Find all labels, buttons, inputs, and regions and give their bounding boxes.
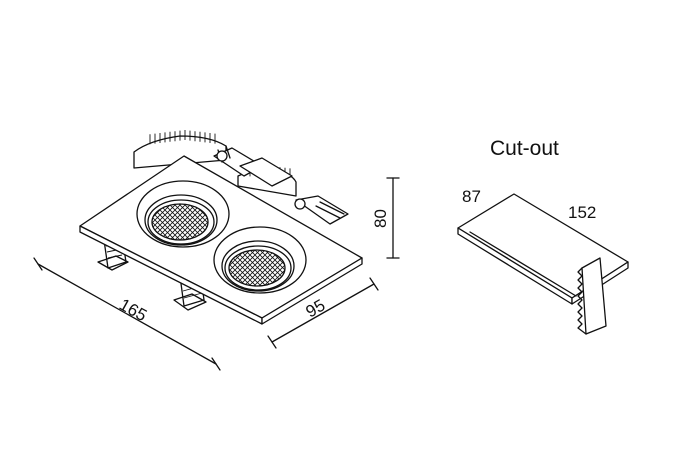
cutout-title: Cut-out	[490, 137, 559, 160]
spring-clip-top	[213, 145, 293, 187]
honeycomb-louvre-2	[228, 249, 286, 287]
honeycomb-louvre-1	[151, 203, 209, 241]
cutout-diagram: Cut-out 87 152	[457, 137, 629, 335]
downlight-fixture: 165 95 80	[33, 130, 400, 371]
saw-icon	[577, 257, 607, 335]
lamp-module-1	[136, 180, 230, 248]
dimension-height-label: 80	[371, 209, 390, 228]
trim-plate	[79, 155, 363, 319]
dimension-width-label: 95	[303, 296, 329, 322]
dimension-height: 80	[371, 177, 400, 259]
cutout-width-label: 87	[462, 187, 481, 206]
lamp-module-2	[213, 226, 307, 294]
cooling-fins	[149, 130, 216, 145]
cutout-length-label: 152	[568, 203, 596, 222]
dimension-length-label: 165	[116, 295, 150, 325]
spring-clip-back	[294, 195, 349, 225]
